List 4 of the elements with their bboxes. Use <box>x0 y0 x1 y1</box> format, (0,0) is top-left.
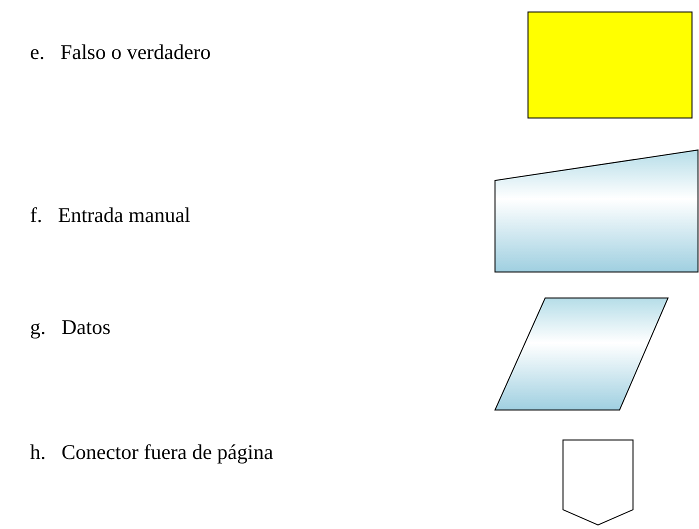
symbol-label: g. Datos <box>30 315 110 340</box>
symbol-label: h. Conector fuera de página <box>30 440 274 465</box>
symbol-label: e. Falso o verdadero <box>30 40 211 65</box>
symbol-label: f. Entrada manual <box>30 203 190 228</box>
